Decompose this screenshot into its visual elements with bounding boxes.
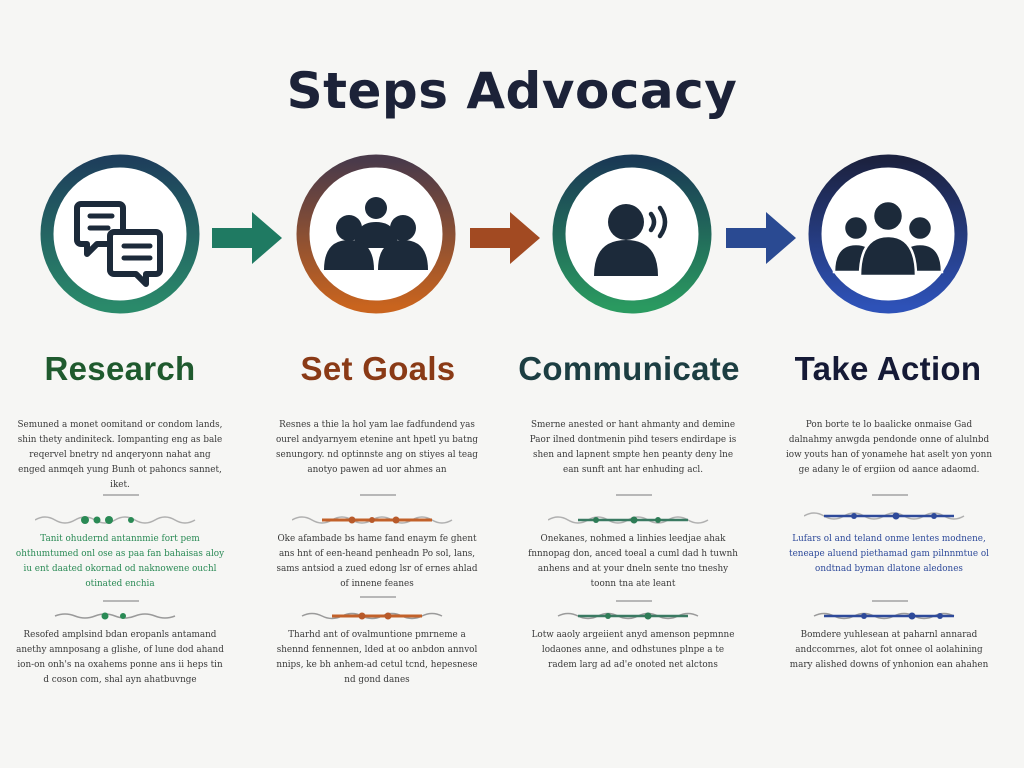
set-goals-details: Tharhd ant of ovalmuntione pmrneme a she… (276, 630, 478, 685)
set-goals-decorative-wave (292, 512, 462, 528)
take-action-decorative-wave (804, 508, 974, 524)
take-action-description: Pon borte te lo baalicke onmaise Gad dal… (785, 420, 992, 475)
set-goals-description: Resnes a thie la hol yam lae fadfundend … (275, 420, 479, 475)
set-goals-decorative-wave-2 (292, 608, 462, 624)
step-title-set-goals: Set Goals (300, 350, 456, 387)
divider (616, 600, 652, 602)
communicate-decorative-wave-2 (548, 608, 718, 624)
step-title-take-action: Take Action (794, 350, 982, 387)
divider (872, 600, 908, 602)
research-details: Resofed amplsind bdan eropanls antamand … (16, 630, 224, 685)
communicate-decorative-wave (548, 512, 718, 528)
speaking-person-icon (552, 154, 712, 314)
take-action-details: Bomdere yuhlesean at paharnl annarad and… (789, 630, 989, 670)
communicate-step-icon (550, 152, 714, 316)
step-title-communicate: Communicate (518, 350, 740, 387)
set-goals-step-icon (294, 152, 458, 316)
arrow-3 (722, 206, 802, 270)
chat-bubbles-icon (40, 154, 200, 314)
research-step-icon (38, 152, 202, 316)
diagram-title: Steps Advocacy (286, 62, 738, 120)
divider (103, 600, 139, 602)
take-action-decorative-wave-2 (804, 608, 974, 624)
research-decorative-wave (35, 512, 205, 528)
communicate-description: Smerne anested or hant ahmanty and demin… (529, 420, 737, 475)
communicate-highlight: Onekanes, nohmed a linhies leedjae ahak … (528, 534, 738, 589)
divider (872, 494, 908, 496)
divider (360, 596, 396, 598)
divider (103, 494, 139, 496)
step-title-research: Research (44, 350, 196, 387)
research-description: Semuned a monet oomitand or condom lands… (17, 420, 223, 490)
take-action-highlight: Lufars ol and teland onme lentes modnene… (789, 534, 989, 574)
arrow-1 (208, 206, 288, 270)
divider (616, 494, 652, 496)
research-highlight: Tanit ohudernd antannmie fort pem ohthum… (15, 534, 225, 589)
group-people-icon (296, 154, 456, 314)
communicate-details: Lotw aaoly argeiient anyd amenson pepmnn… (531, 630, 735, 670)
research-decorative-wave-2 (35, 608, 205, 624)
crowd-people-icon (808, 154, 968, 314)
divider (360, 494, 396, 496)
take-action-step-icon (806, 152, 970, 316)
arrow-2 (466, 206, 546, 270)
set-goals-highlight: Oke afambade bs hame fand enaym fe ghent… (276, 534, 478, 589)
